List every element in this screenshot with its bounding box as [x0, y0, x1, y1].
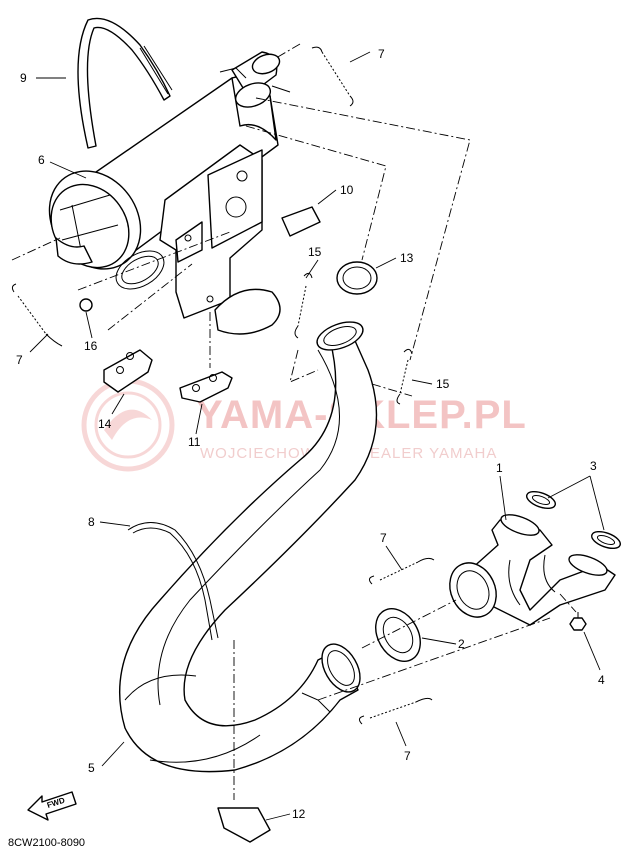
callout-7-mid: 7: [380, 531, 387, 545]
callout-14: 14: [98, 417, 112, 431]
diagram-code: 8CW2100-8090: [8, 837, 85, 849]
spring-7c: [368, 557, 435, 585]
callout-7-left: 7: [16, 353, 23, 367]
assembly-lines: [11, 43, 577, 800]
callout-12: 12: [292, 807, 306, 821]
gaskets-3: [526, 490, 621, 550]
spring-7b: [11, 283, 63, 347]
callout-7-top: 7: [378, 47, 385, 61]
callout-3: 3: [590, 459, 597, 473]
callout-1: 1: [496, 461, 503, 475]
bracket-11: [179, 371, 233, 403]
exhaust-pipe: [119, 321, 378, 773]
callout-15-left: 15: [308, 245, 322, 259]
muffler-stay: [77, 17, 171, 149]
protector: [217, 807, 271, 843]
callout-9: 9: [20, 71, 27, 85]
callout-7-bottom: 7: [404, 749, 411, 763]
damper: [281, 206, 321, 237]
callout-15-right: 15: [436, 377, 450, 391]
gasket: [375, 608, 421, 662]
callout-8: 8: [88, 515, 95, 529]
callout-11: 11: [188, 435, 201, 449]
callout-6: 6: [38, 153, 45, 167]
bushing: [79, 298, 93, 312]
callout-13: 13: [400, 251, 414, 265]
wire-band: [127, 522, 219, 641]
exhaust-manifold: [449, 514, 616, 626]
callout-10: 10: [340, 183, 354, 197]
callout-2: 2: [458, 637, 465, 651]
muffler-bracket: [159, 144, 281, 335]
spring-7d: [358, 697, 433, 725]
callouts: 9 6 7 10 13 15 15 7 16 14 11 8 7 1 3 2 4…: [16, 47, 605, 821]
fwd-arrow: FWD: [27, 791, 77, 821]
callout-16: 16: [84, 339, 98, 353]
stay-spring-coil: [139, 45, 173, 95]
gasket-13: [336, 261, 378, 295]
spring-7a: [311, 46, 354, 107]
callout-4: 4: [598, 673, 605, 687]
bracket-14: [103, 349, 153, 393]
callout-5: 5: [88, 761, 95, 775]
muffler: [48, 51, 291, 290]
spring-15a: [294, 272, 313, 339]
bolt: [569, 612, 587, 631]
leader-lines: [29, 51, 605, 821]
